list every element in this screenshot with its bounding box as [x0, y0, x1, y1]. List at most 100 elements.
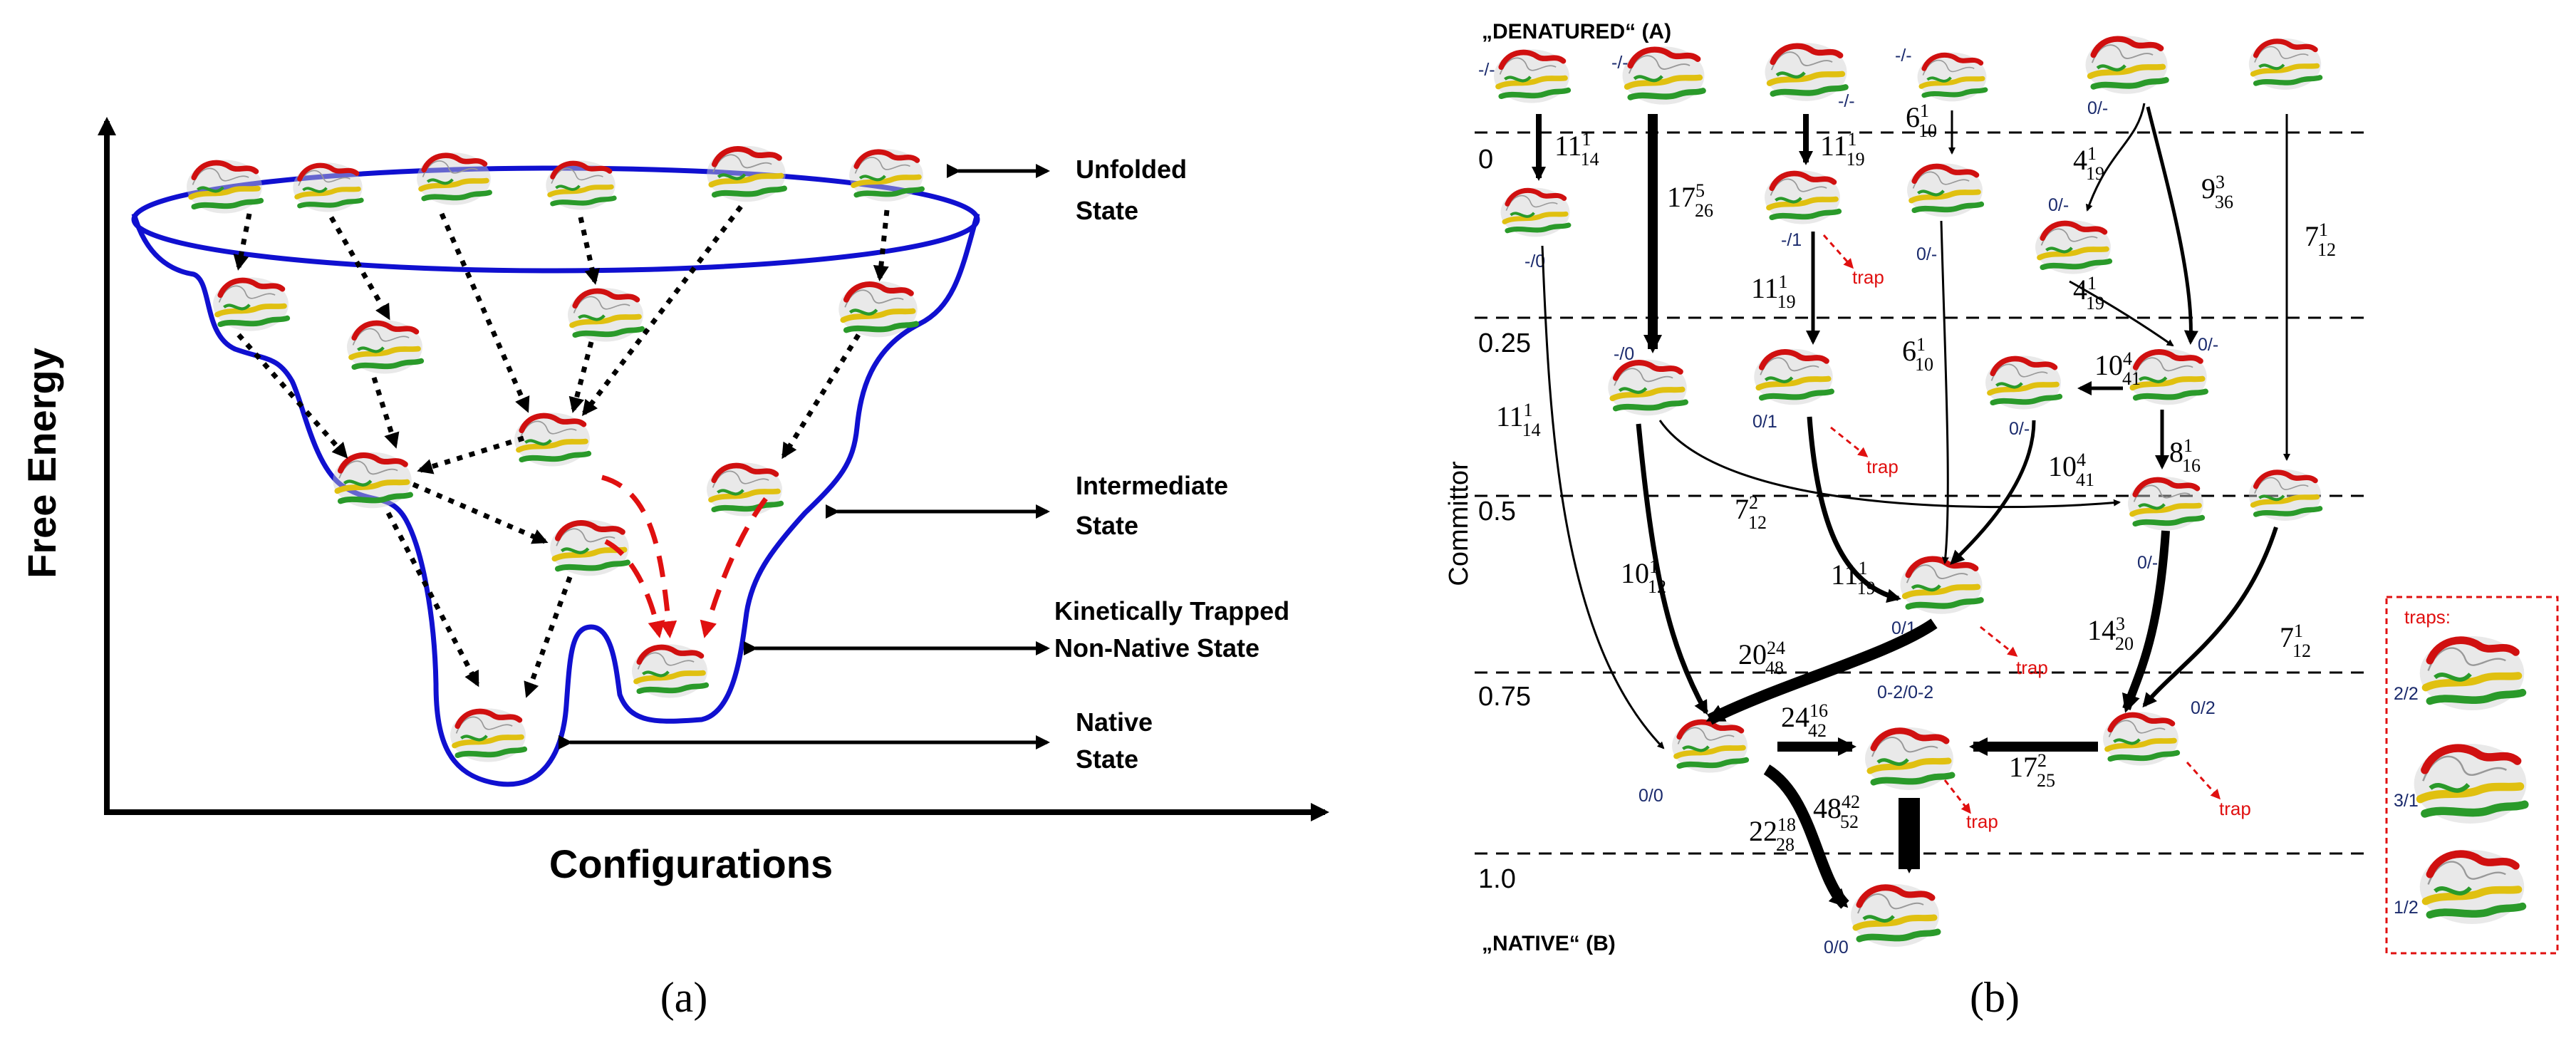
rate-sub: 14 — [1522, 420, 1541, 440]
rate-sub: 12 — [1648, 576, 1666, 597]
protein-unfolded-5 — [707, 146, 785, 202]
rate-sub: 19 — [1847, 149, 1865, 170]
conf-r1-2 — [1765, 170, 1840, 224]
committor-tick-025: 0.25 — [1478, 328, 1531, 358]
committor-tick-05: 0.5 — [1478, 497, 1516, 526]
rate-sub: 12 — [2317, 239, 2336, 260]
panel-a: Free Energy Configurations (a) — [19, 117, 1329, 1021]
protein-intermediate-1 — [333, 452, 411, 508]
conf-native — [1851, 884, 1939, 947]
protein-level2-2 — [347, 320, 422, 373]
transition-arrows — [1532, 103, 2290, 909]
rate-label: 7 — [2305, 220, 2319, 252]
trap-label: trap — [1866, 456, 1899, 477]
rate-sub: 19 — [2086, 163, 2104, 184]
rate-sup: 3 — [2116, 613, 2125, 634]
conf-r4-2 — [1865, 727, 1953, 790]
rate-label: 11 — [1496, 400, 1524, 432]
conf-label: 0/- — [2009, 419, 2030, 439]
rate-sup: 3 — [2216, 172, 2225, 192]
conf-den-2 — [1623, 46, 1705, 105]
rate-sub: 48 — [1765, 658, 1784, 678]
rate-label: 9 — [2201, 172, 2216, 204]
panel-b-caption: (b) — [1970, 974, 2020, 1021]
rate-sub: 41 — [2122, 368, 2141, 389]
conf-label: 0/- — [2137, 553, 2158, 573]
rate-label: 6 — [1906, 101, 1920, 133]
trap-conf-3 — [2420, 850, 2525, 924]
conf-label: -/- — [1838, 91, 1855, 111]
rate-sup: 18 — [1777, 814, 1796, 835]
rate-sub: 16 — [2182, 455, 2201, 476]
rate-label: 11 — [1554, 130, 1582, 162]
rate-label: 20 — [1738, 638, 1767, 670]
rate-sub: 41 — [2076, 469, 2094, 490]
conf-label: 0-2/0-2 — [1877, 683, 1933, 702]
trap-conf-2 — [2414, 744, 2527, 824]
trap-conf-label-1: 2/2 — [2394, 684, 2419, 704]
rate-label: 10 — [1621, 557, 1649, 589]
conf-label: 0/2 — [2191, 698, 2216, 718]
rate-sup: 1 — [1779, 271, 1787, 292]
conf-den-3 — [1765, 43, 1847, 101]
rate-sup: 1 — [1582, 129, 1591, 150]
conf-label: 0/0 — [1638, 786, 1663, 806]
conf-r4-1 — [1672, 719, 1747, 772]
conf-label: -/- — [1895, 46, 1912, 66]
rate-sup: 1 — [2319, 219, 2327, 240]
protein-unfolded-1 — [187, 160, 262, 213]
rate-sup: 1 — [2087, 273, 2096, 294]
trap-conf-label-3: 1/2 — [2394, 898, 2419, 918]
rate-sup: 1 — [1916, 334, 1925, 355]
conf-r3-1 — [2128, 477, 2203, 530]
conf-r1-4 — [2035, 220, 2111, 274]
rate-sub: 14 — [1581, 149, 1599, 170]
rate-sup: 1 — [1920, 100, 1928, 121]
denatured-label: „DENATURED“ (A) — [1482, 20, 1671, 43]
conf-label: 0/- — [2048, 195, 2069, 215]
protein-unfolded-2 — [293, 162, 362, 212]
conformation-labels: -/- -/- -/- -/- -/0 -/1 0/- 0/- 0/- -/0 … — [1478, 46, 2218, 958]
committor-tick-075: 0.75 — [1478, 682, 1531, 712]
native-label: „NATIVE“ (B) — [1482, 932, 1616, 955]
protein-native — [450, 708, 526, 762]
label-trapped-2: Non-Native State — [1054, 633, 1260, 663]
committor-label: Committor — [1444, 461, 1474, 586]
protein-intermediate-2 — [514, 412, 590, 466]
rate-sup: 1 — [2087, 143, 2096, 164]
trap-conf-1 — [2420, 636, 2525, 710]
label-unfolded-2: State — [1076, 196, 1138, 225]
protein-level2-3 — [568, 288, 643, 341]
trap-conf-label-2: 3/1 — [2394, 791, 2419, 811]
rate-label: 24 — [1781, 701, 1809, 733]
rate-label: 6 — [1902, 335, 1916, 367]
conf-den-6 — [2249, 38, 2321, 90]
conf-r2-1 — [1608, 360, 1686, 415]
rate-label: 22 — [1749, 815, 1777, 847]
funnel-pathways — [233, 204, 890, 698]
conf-den-1 — [1494, 49, 1569, 103]
rate-sub: 19 — [1857, 578, 1876, 598]
rate-sup: 4 — [2123, 348, 2132, 369]
rate-label: 7 — [2280, 621, 2294, 653]
conf-label: -/0 — [1614, 344, 1634, 364]
rate-sub: 19 — [2086, 293, 2104, 313]
rate-sup: 2 — [2037, 750, 2047, 771]
rate-sup: 1 — [2183, 435, 2192, 456]
conf-label: 0/0 — [1824, 938, 1849, 958]
rate-sup: 1 — [2294, 621, 2302, 641]
rate-label: 7 — [1735, 493, 1749, 525]
